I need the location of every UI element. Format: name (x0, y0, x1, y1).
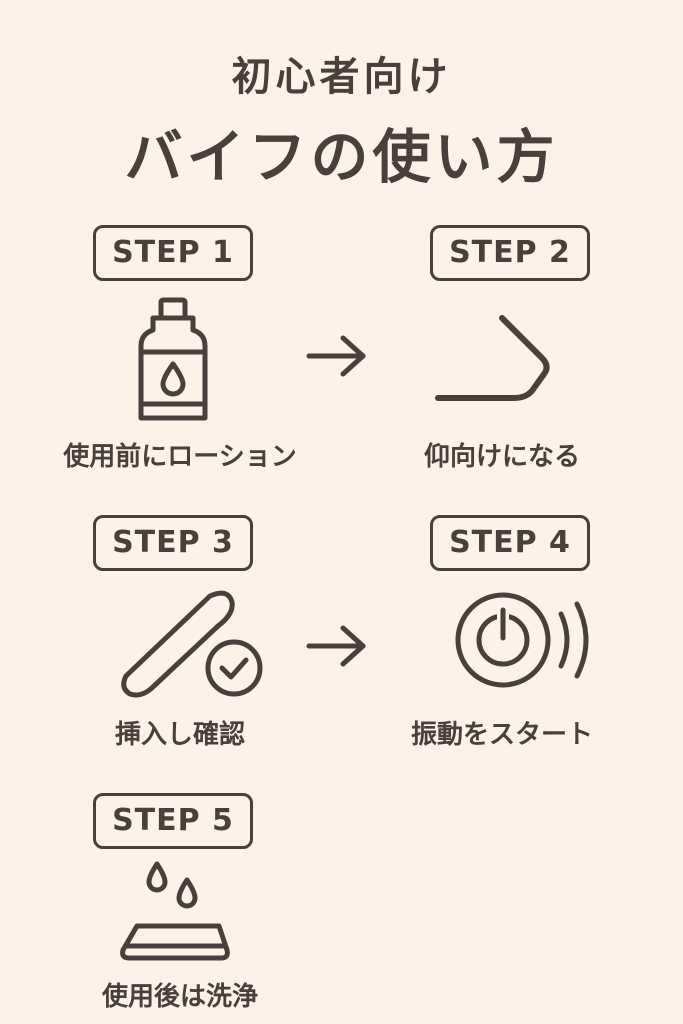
arrow-right-icon (306, 625, 366, 667)
wash-drops-icon (120, 861, 230, 961)
power-vibration-icon (455, 592, 589, 688)
device-check-icon (121, 590, 263, 698)
arrow-right-icon (306, 335, 366, 377)
step-1-caption: 使用前にローション (63, 442, 297, 472)
step-3-badge: STEP 3 (93, 515, 253, 571)
step-4-caption: 振動をスタート (410, 720, 593, 750)
step-4-badge: STEP 4 (430, 515, 590, 571)
step-3-caption: 挿入し確認 (114, 720, 245, 750)
page-title: バイフの使い方 (124, 123, 559, 191)
step-2-caption: 仰向けになる (423, 442, 580, 472)
lotion-bottle-icon (138, 297, 208, 421)
step-5-badge: STEP 5 (93, 793, 253, 849)
step-1-badge: STEP 1 (93, 225, 253, 281)
lying-down-icon (435, 315, 550, 401)
step-2-badge: STEP 2 (430, 225, 590, 281)
subtitle: 初心者向け (231, 54, 452, 100)
step-5-caption: 使用後は洗浄 (101, 982, 258, 1012)
